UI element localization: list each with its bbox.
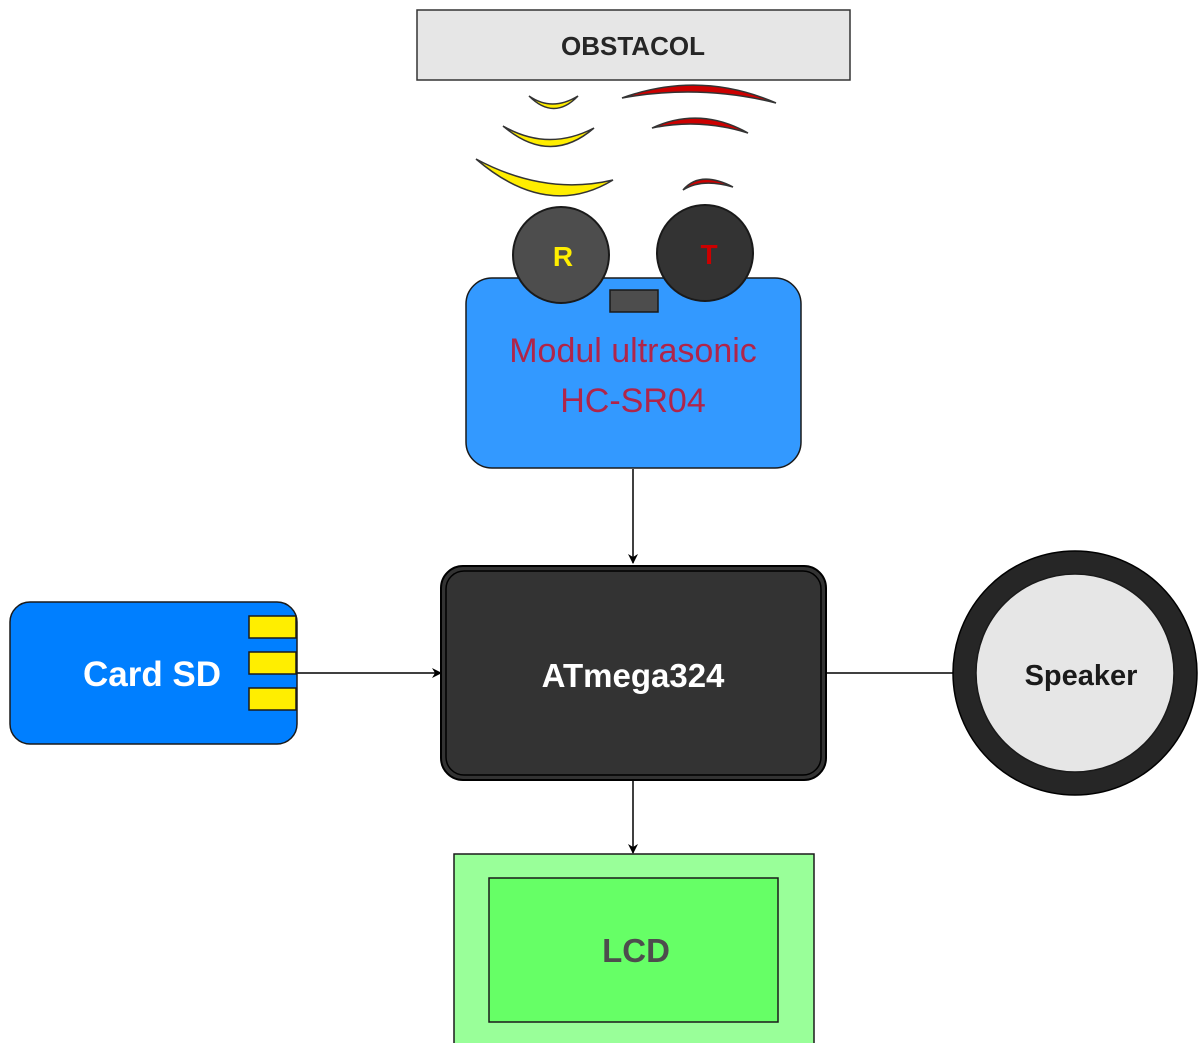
receiver-transducer	[512, 206, 610, 304]
speaker-label: Speaker	[1025, 660, 1138, 692]
sd-card-block: Card SD	[9, 601, 298, 745]
lcd-block: LCD	[453, 853, 815, 1043]
pulse-wave-1	[621, 84, 777, 104]
obstacle-label: OBSTACOL	[561, 31, 705, 61]
pulse-wave-2	[651, 117, 749, 134]
echo-wave-1	[528, 95, 579, 110]
echo-wave-2	[502, 125, 595, 148]
pulse-wave-3	[682, 178, 734, 191]
ultrasonic-sensor-module: R T Modul ultrasonic HC-SR04	[465, 204, 802, 469]
transmitter-transducer	[656, 204, 754, 302]
sensor-crystal	[609, 289, 659, 313]
lcd-label: LCD	[602, 932, 670, 969]
sd-contact-1	[248, 615, 297, 639]
speaker-cone	[975, 573, 1175, 773]
echo-wave-3	[475, 158, 614, 197]
lcd-screen	[488, 877, 779, 1023]
transmitter-label: T	[700, 239, 717, 270]
sd-contact-3	[248, 687, 297, 711]
connectors	[297, 469, 971, 854]
mcu-block: ATmega324	[440, 565, 827, 781]
receiver-label: R	[553, 241, 573, 272]
sensor-title-line2: HC-SR04	[560, 382, 705, 420]
sensor-title-line1: Modul ultrasonic	[509, 332, 757, 370]
obstacle-block: OBSTACOL	[416, 9, 851, 81]
speaker-block: Speaker	[952, 550, 1198, 796]
sd-contact-2	[248, 651, 297, 675]
sd-card-label: Card SD	[83, 655, 221, 694]
received-echo-waves	[475, 95, 614, 197]
mcu-label: ATmega324	[542, 657, 725, 694]
transmitted-pulse-waves	[621, 84, 777, 191]
